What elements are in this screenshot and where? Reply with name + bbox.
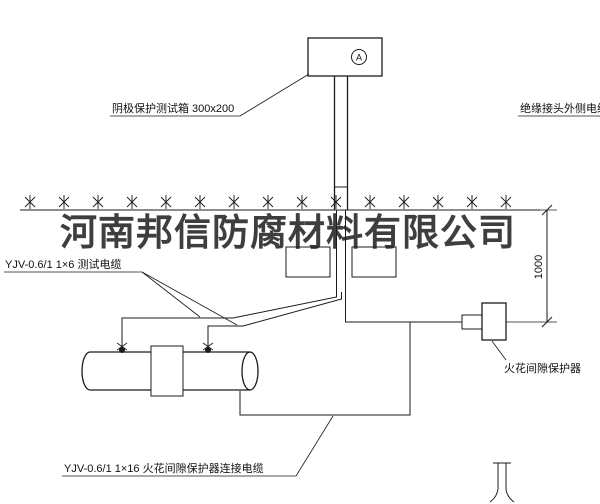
label-test-cable: YJV-0.6/1 1×6 测试电缆 bbox=[5, 258, 121, 271]
protector-connection-cable bbox=[239, 322, 411, 416]
dimension-ticks bbox=[541, 204, 553, 328]
label-test-box: 阴极保护测试箱 300x200 bbox=[112, 101, 234, 115]
riser-conduit bbox=[333, 76, 349, 292]
test-cable-2 bbox=[207, 292, 342, 349]
protector-stub bbox=[461, 314, 483, 330]
test-box-marker: A bbox=[356, 53, 362, 63]
concrete-block-left bbox=[285, 246, 331, 278]
annotations: 阴极保护测试箱 300x200 绝缘接头外侧电缆 YJV-0.6/1 1×6 测… bbox=[4, 73, 600, 477]
terminal-left bbox=[119, 347, 125, 353]
label-connection-cable: YJV-0.6/1 1×16 火花间隙保护器连接电缆 bbox=[64, 461, 264, 475]
test-box: A bbox=[307, 37, 383, 77]
concrete-block-right bbox=[351, 246, 397, 278]
concrete-foundations bbox=[285, 246, 397, 278]
dimension-1000: 1000 bbox=[506, 204, 557, 328]
ground-grass-marks bbox=[24, 194, 512, 210]
marker-circle bbox=[351, 49, 367, 65]
company-watermark: 河南邦信防腐材料有限公司 bbox=[60, 212, 516, 254]
protector-body bbox=[481, 302, 507, 341]
protector-feed-cable bbox=[345, 292, 462, 323]
insulating-joint bbox=[150, 345, 184, 397]
pipe-riser-symbol bbox=[489, 462, 515, 503]
test-cable-1 bbox=[121, 292, 337, 349]
terminal-right bbox=[205, 347, 211, 353]
pipe-right-cap bbox=[241, 351, 259, 391]
label-spark-gap-protector: 火花间隙保护器 bbox=[504, 361, 581, 375]
spark-gap-protector bbox=[461, 302, 507, 361]
label-insulated-joint-cable: 绝缘接头外侧电缆 bbox=[520, 101, 600, 115]
pipe-left-cap bbox=[81, 351, 91, 391]
cable-terminals bbox=[116, 342, 214, 353]
protector-leader bbox=[491, 340, 507, 361]
dimension-value: 1000 bbox=[533, 255, 545, 279]
pipeline bbox=[81, 345, 259, 397]
cables bbox=[121, 292, 462, 416]
